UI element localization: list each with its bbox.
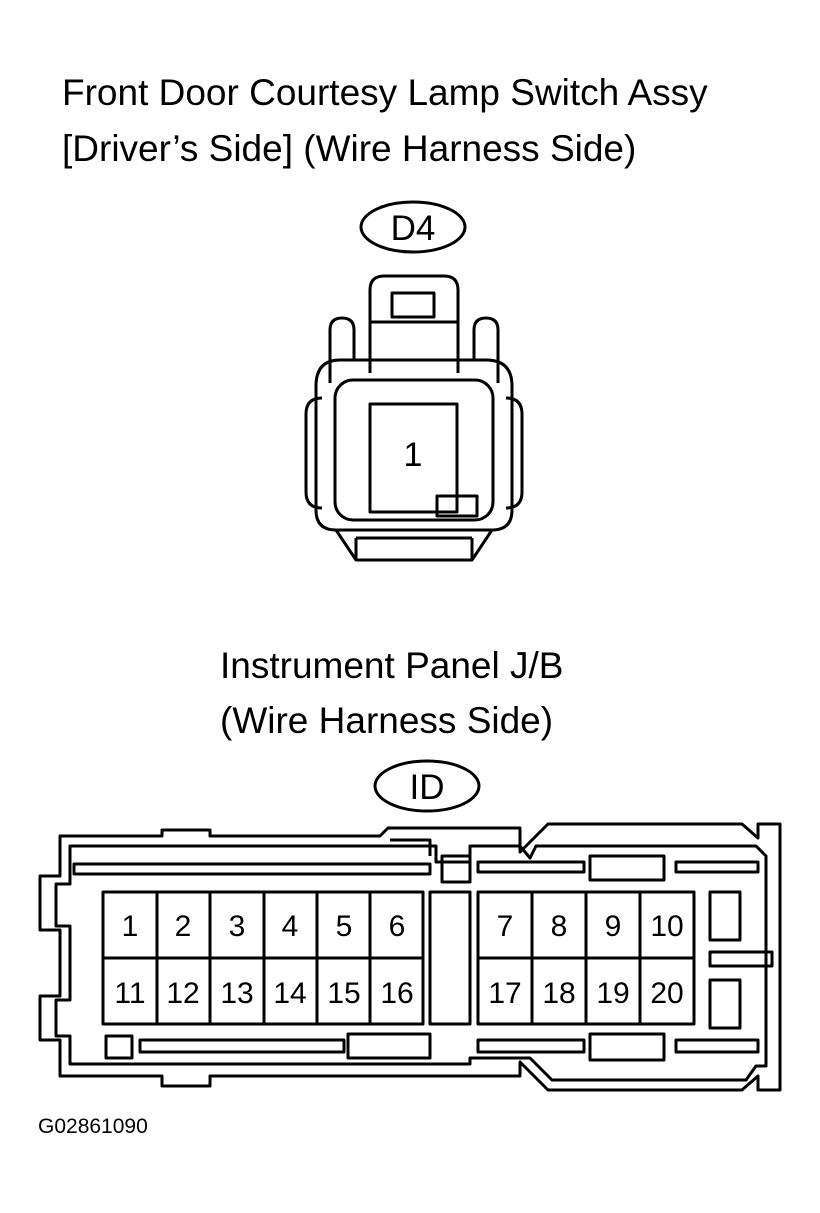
pin-17: 17 [488, 977, 521, 1010]
connector-d4-pin-cavity [368, 402, 459, 514]
connector-d4-title-line1: Front Door Courtesy Lamp Switch Assy [62, 72, 708, 113]
pin-14: 14 [273, 977, 306, 1010]
pin-3: 3 [229, 910, 246, 943]
connector-d4: D4 1 [304, 200, 524, 562]
pin-6: 6 [389, 910, 406, 943]
connector-d4-right-prong [472, 316, 500, 383]
pin-5: 5 [336, 910, 353, 943]
connector-d4-lock-tab [435, 494, 479, 518]
figure-id: G02861090 [38, 1115, 148, 1138]
pin-11: 11 [114, 977, 145, 1010]
pin-9: 9 [605, 910, 622, 943]
pin-12: 12 [166, 977, 199, 1010]
pin-2: 2 [175, 910, 192, 943]
connector-id-code: ID [410, 768, 445, 807]
pin-16: 16 [380, 977, 413, 1010]
pin-18: 18 [542, 977, 575, 1010]
pin-19: 19 [596, 977, 629, 1010]
pin-20: 20 [650, 977, 683, 1010]
connector-id-code-oval [373, 759, 481, 813]
connector-id-housing [38, 822, 782, 1092]
pin-7: 7 [497, 910, 514, 943]
connector-id-title-line2: (Wire Harness Side) [220, 700, 554, 741]
connector-id-left-pin-block [101, 890, 425, 1026]
pin-15: 15 [327, 977, 360, 1010]
pin-8: 8 [551, 910, 568, 943]
connector-d4-latch [368, 274, 460, 373]
connector-d4-left-prong [328, 316, 356, 383]
connector-d4-pin-1: 1 [404, 436, 423, 474]
connector-d4-code-oval [359, 200, 467, 254]
connector-id-title-line1: Instrument Panel J/B [220, 645, 564, 686]
connector-d4-code: D4 [391, 209, 436, 248]
connector-id: ID [38, 759, 782, 1092]
pin-10: 10 [650, 910, 683, 943]
connector-d4-title-line2: [Driver’s Side] (Wire Harness Side) [62, 128, 637, 169]
pin-4: 4 [282, 910, 299, 943]
pin-1: 1 [122, 910, 139, 943]
pin-13: 13 [220, 977, 253, 1010]
connector-id-right-pin-block [476, 890, 696, 1026]
